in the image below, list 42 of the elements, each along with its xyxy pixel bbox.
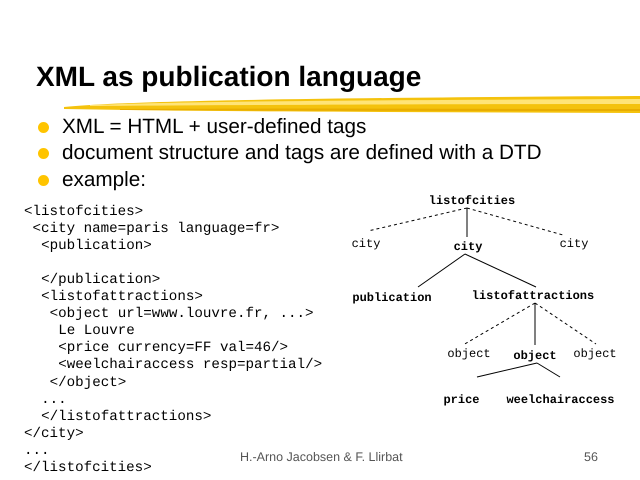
tree-line bbox=[476, 362, 538, 378]
tree-line bbox=[534, 302, 536, 346]
code-line: </object> bbox=[50, 374, 126, 392]
tree-line bbox=[466, 208, 468, 238]
tag-name: city bbox=[454, 241, 482, 254]
code-line: </listofattractions> bbox=[41, 408, 212, 426]
tree-line bbox=[534, 302, 596, 344]
code-line: </city> bbox=[24, 426, 84, 443]
tag-name: price bbox=[443, 394, 480, 407]
code-line: <publication> bbox=[41, 238, 152, 255]
tag-name: publication bbox=[352, 292, 432, 305]
bullet-text: document structure and tags are defined with a DTD bbox=[62, 141, 542, 165]
slide-title: XML as publication language bbox=[36, 60, 422, 94]
tag-name: object bbox=[447, 348, 491, 361]
page-number: 56 bbox=[584, 450, 598, 464]
footer-author: H.-Arno Jacobsen & F. Llirbat bbox=[240, 450, 403, 464]
code-line: <object url=www.louvre.fr, ...> bbox=[50, 306, 314, 324]
code-line: <listofattractions> bbox=[41, 289, 203, 306]
tree-line bbox=[462, 302, 536, 346]
tree-line bbox=[368, 208, 468, 232]
code-line: </publication> bbox=[41, 272, 160, 289]
code-line: <weelchairaccess resp=partial/> bbox=[58, 357, 322, 374]
tag-name: object bbox=[573, 348, 617, 361]
tree-line bbox=[464, 254, 536, 288]
tag-name: object bbox=[513, 350, 557, 363]
tag-name: city bbox=[560, 238, 588, 251]
tree-line bbox=[418, 254, 466, 288]
code-line: <listofcities> bbox=[24, 204, 144, 220]
tag-name: city bbox=[352, 238, 380, 251]
bullet-text: example: bbox=[62, 168, 146, 192]
tag-name: weelchairaccess bbox=[506, 394, 615, 407]
code-line: <price currency=FF val=46/> bbox=[58, 340, 288, 358]
code-line: ... bbox=[24, 442, 50, 460]
tree-line bbox=[536, 362, 560, 378]
tree-line bbox=[466, 208, 564, 236]
tag-name: listofattractions bbox=[472, 290, 594, 303]
code-line: <city name=paris language=fr> bbox=[32, 220, 280, 238]
code-line: ... bbox=[41, 392, 67, 409]
code-line: </listofcities> bbox=[24, 460, 152, 477]
tag-name: listofcities bbox=[428, 195, 516, 208]
code-line: Le Louvre bbox=[58, 323, 135, 340]
bullet-text: XML = HTML + user-defined tags bbox=[62, 115, 366, 139]
